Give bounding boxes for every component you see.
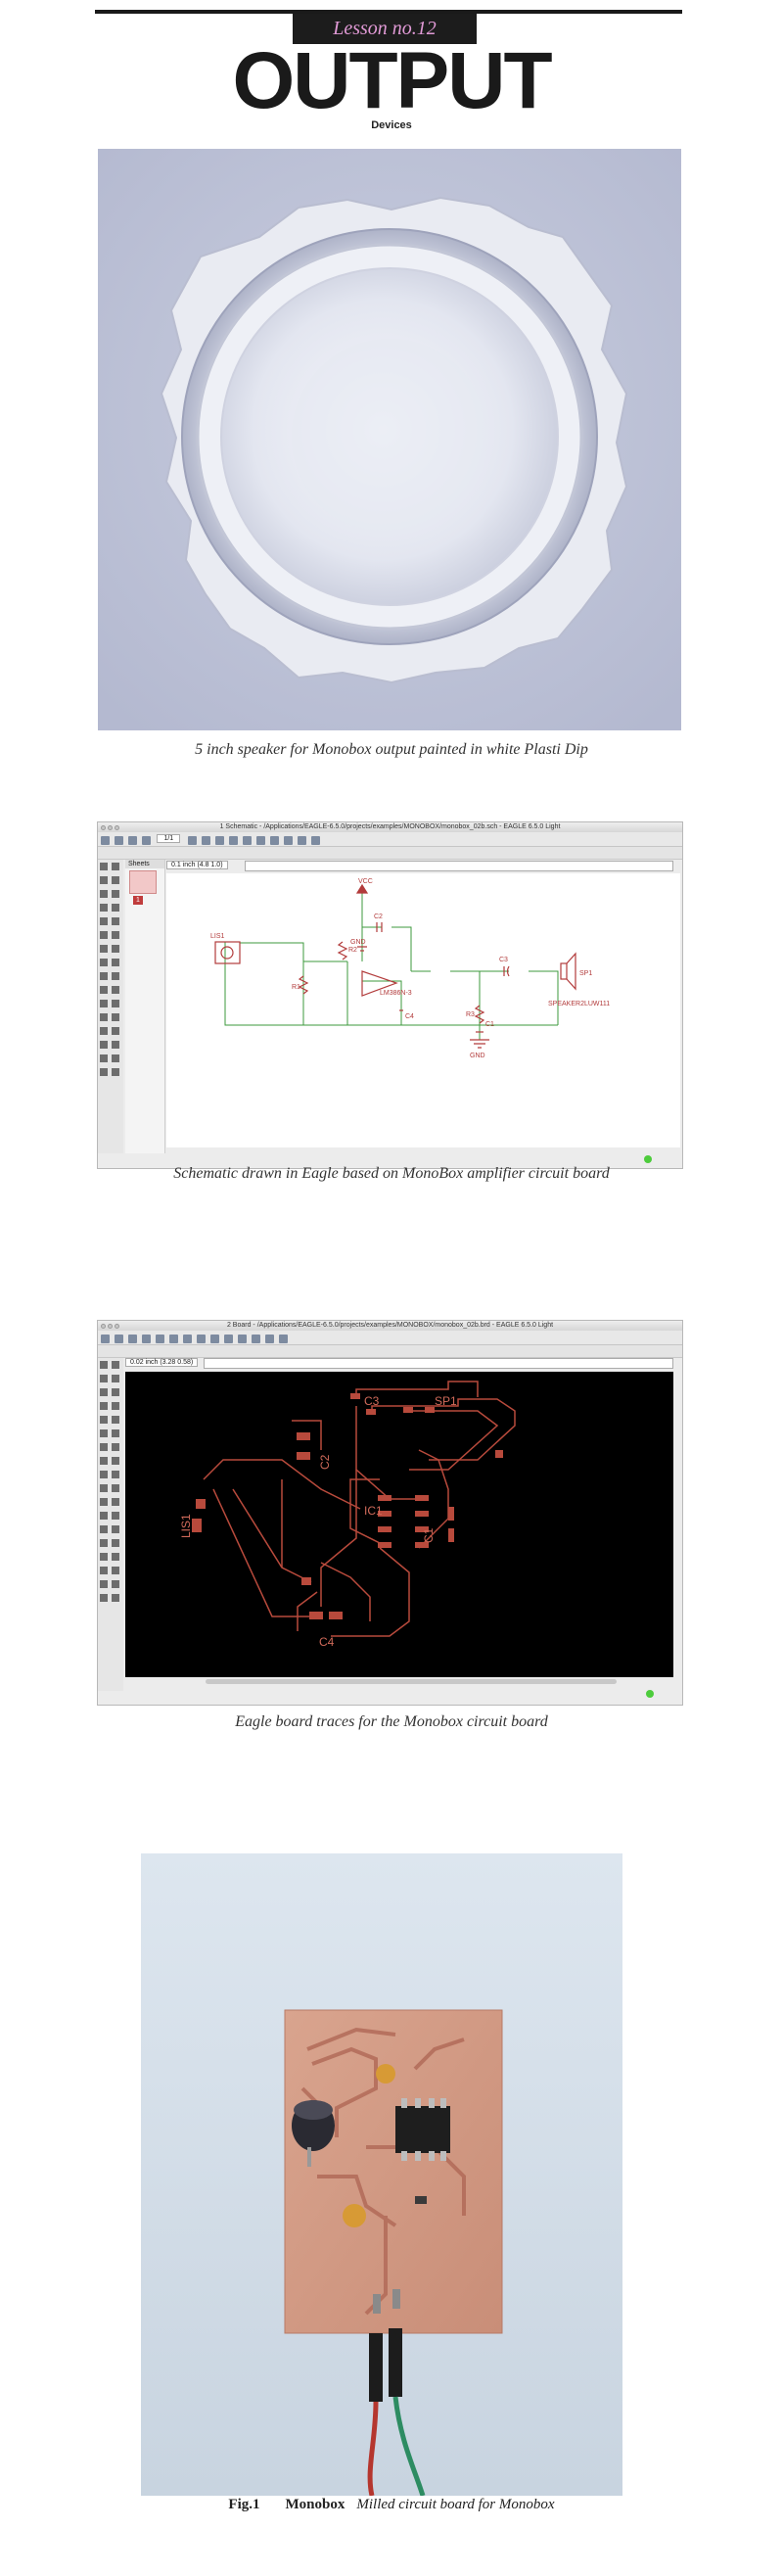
zoom-select[interactable]: 1/1 (157, 834, 181, 843)
minimize-icon[interactable] (108, 1324, 113, 1329)
redraw-icon[interactable] (242, 836, 252, 845)
header-rule (95, 10, 682, 14)
figure-number: Fig.1 (228, 2497, 260, 2512)
schematic-canvas[interactable]: VCC LIS1 LM386N-3 R1 R2 R3 C2 C3 C1 C4 G… (166, 873, 680, 1147)
gnd-label: GND (350, 939, 366, 946)
tool-icon[interactable] (100, 1361, 108, 1369)
zoom-in-icon[interactable] (183, 1335, 192, 1343)
board-caption: Eagle board traces for the Monobox circu… (235, 1713, 548, 1730)
board-window: 2 Board - /Applications/EAGLE-6.5.0/proj… (97, 1320, 683, 1706)
command-line[interactable] (245, 861, 673, 871)
tool-icon[interactable] (100, 863, 108, 870)
board-toolbar (98, 1331, 682, 1345)
redo-icon[interactable] (269, 836, 279, 845)
zoom-icon[interactable] (115, 825, 119, 830)
board-titlebar: 2 Board - /Applications/EAGLE-6.5.0/proj… (98, 1321, 682, 1331)
speaker-photo (98, 149, 681, 730)
open-icon[interactable] (101, 1335, 110, 1343)
c4-label: C4 (319, 1635, 335, 1649)
coord-readout: 0.02 inch (3.28 0.58) (125, 1358, 199, 1367)
schematic-titlebar: 1 Schematic - /Applications/EAGLE-6.5.0/… (98, 822, 682, 832)
close-icon[interactable] (101, 1324, 106, 1329)
undo-icon[interactable] (224, 1335, 233, 1343)
zoom-fit-icon[interactable] (201, 836, 210, 845)
zoom-icon[interactable] (115, 1324, 119, 1329)
c3-label: C3 (499, 957, 508, 963)
board-canvas[interactable]: C3 SP1 C2 IC1 C1 LIS1 C4 (125, 1372, 673, 1677)
save-icon[interactable] (115, 1335, 123, 1343)
lis1-label: LIS1 (179, 1514, 193, 1538)
sp1-label: SP1 (435, 1394, 457, 1408)
figure-title: Monobox (285, 2497, 345, 2512)
board-tool-palette (98, 1358, 123, 1691)
lesson-badge: Lesson no.12 (293, 14, 477, 44)
status-indicator (646, 1690, 654, 1698)
r2-label: R2 (348, 947, 357, 954)
go-icon[interactable] (297, 836, 306, 845)
zoom-out-icon[interactable] (228, 836, 238, 845)
figure-description: Milled circuit board for Monobox (356, 2497, 555, 2512)
zoom-in-icon[interactable] (214, 836, 224, 845)
go-icon[interactable] (265, 1335, 274, 1343)
c1-label: C1 (485, 1021, 494, 1028)
open-icon[interactable] (101, 836, 110, 845)
c3-label: C3 (364, 1394, 380, 1408)
schematic-caption: Schematic drawn in Eagle based on MonoBo… (173, 1165, 610, 1182)
milled-board-photo (141, 1853, 622, 2497)
help-icon[interactable] (279, 1335, 288, 1343)
page-title: OUTPUT (232, 36, 552, 125)
sheets-panel: Sheets 1 (125, 860, 165, 1153)
vcc-label: VCC (358, 878, 373, 885)
cam-icon[interactable] (142, 1335, 151, 1343)
schematic-tool-palette (98, 860, 123, 1153)
c2-label: C2 (318, 1454, 332, 1470)
speaker-label: SP1 (579, 970, 592, 977)
help-icon[interactable] (310, 836, 320, 845)
coord-readout: 0.1 inch (4.8 1.0) (166, 861, 228, 869)
command-line[interactable] (204, 1358, 673, 1369)
print-icon[interactable] (128, 836, 137, 845)
sheets-label: Sheets (125, 860, 164, 868)
schematic-window: 1 Schematic - /Applications/EAGLE-6.5.0/… (97, 821, 683, 1169)
close-icon[interactable] (101, 825, 106, 830)
r1-label: R1 (292, 984, 300, 991)
speaker-caption: 5 inch speaker for Monobox output painte… (195, 741, 588, 758)
stop-icon[interactable] (252, 1335, 260, 1343)
schematic-toolbar: 1/1 (98, 832, 682, 847)
save-icon[interactable] (115, 836, 123, 845)
board-icon[interactable] (187, 836, 197, 845)
lis-label: LIS1 (210, 933, 225, 940)
redraw-icon[interactable] (210, 1335, 219, 1343)
minimize-icon[interactable] (108, 825, 113, 830)
ic-label: LM386N-3 (380, 990, 412, 997)
sheet-thumbnail[interactable] (129, 870, 157, 894)
r3-label: R3 (466, 1011, 475, 1018)
zoom-fit-icon[interactable] (169, 1335, 178, 1343)
status-indicator (644, 1155, 652, 1163)
sheet-number: 1 (133, 896, 143, 905)
c1-label: C1 (422, 1527, 436, 1543)
gnd-label-2: GND (470, 1053, 485, 1059)
page-subtitle: Devices (371, 119, 412, 131)
speaker-value-label: SPEAKER2LUW111 (548, 1001, 610, 1007)
ic1-label: IC1 (364, 1504, 383, 1518)
zoom-out-icon[interactable] (197, 1335, 206, 1343)
horizontal-scrollbar[interactable] (206, 1679, 617, 1684)
figure-caption: Fig.1 Monobox Milled circuit board for Mon… (0, 2497, 783, 2513)
c2-label: C2 (374, 913, 383, 920)
schematic-icon[interactable] (156, 1335, 164, 1343)
c4-label: C4 (405, 1013, 414, 1020)
cam-icon[interactable] (142, 836, 151, 845)
print-icon[interactable] (128, 1335, 137, 1343)
undo-icon[interactable] (255, 836, 265, 845)
redo-icon[interactable] (238, 1335, 247, 1343)
stop-icon[interactable] (283, 836, 293, 845)
